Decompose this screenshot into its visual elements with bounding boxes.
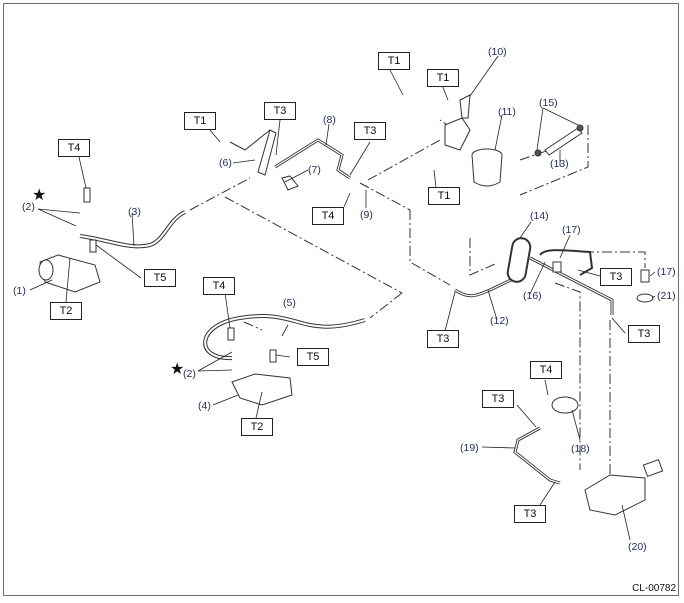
part-label-7: (7) — [308, 164, 321, 176]
part-label-13: (13) — [550, 158, 569, 170]
part-label-5: (5) — [283, 297, 296, 309]
cap-21 — [636, 293, 654, 303]
torque-label-t2: T2 — [50, 302, 82, 320]
part-label-15: (15) — [539, 97, 558, 109]
torque-label-t1: T1 — [184, 112, 216, 130]
torque-label-t1: T1 — [427, 69, 459, 87]
cylinder-4 — [231, 373, 293, 406]
operating-cylinder-1 — [39, 254, 101, 293]
torque-label-t3: T3 — [354, 122, 386, 140]
part-label-6: (6) — [219, 157, 232, 169]
torque-label-t1: T1 — [428, 187, 460, 205]
part-label-2: (2) — [183, 368, 196, 380]
reservoir-11 — [471, 154, 503, 187]
part-label-9: (9) — [360, 209, 373, 221]
reservoir-18 — [551, 396, 579, 414]
part-label-8: (8) — [323, 114, 336, 126]
sensor-17 — [640, 269, 650, 283]
bracket-6 — [257, 129, 277, 176]
torque-label-t3: T3 — [482, 390, 514, 408]
torque-label-t5: T5 — [144, 269, 176, 287]
part-label-17: (17) — [562, 224, 581, 236]
torque-label-t4: T4 — [203, 277, 235, 295]
part-label-2: (2) — [22, 201, 35, 213]
torque-label-t4: T4 — [58, 139, 90, 157]
clip-7 — [281, 175, 299, 191]
part-label-17: (17) — [657, 266, 676, 278]
torque-label-t4: T4 — [312, 207, 344, 225]
master-bracket — [444, 117, 471, 151]
torque-label-t2: T2 — [241, 418, 273, 436]
star-icon: ★ — [32, 187, 47, 204]
part-label-18: (18) — [571, 443, 590, 455]
torque-label-t3: T3 — [427, 330, 459, 348]
torque-label-t5: T5 — [297, 348, 329, 366]
pipe-19 — [513, 426, 561, 485]
part-label-12: (12) — [490, 315, 509, 327]
part-label-11: (11) — [498, 106, 516, 118]
diagram-frame — [3, 3, 679, 596]
pipe-12 — [454, 276, 516, 298]
star-icon: ★ — [170, 361, 185, 378]
part-label-3: (3) — [128, 206, 141, 218]
damper-14 — [506, 237, 532, 283]
lever-10 — [459, 94, 471, 119]
torque-label-t3: T3 — [600, 268, 632, 286]
figure-code: CL-00782 — [632, 583, 676, 594]
leader-lines — [29, 55, 656, 541]
torque-label-t4: T4 — [530, 361, 562, 379]
assembly-centerlines — [189, 119, 646, 480]
part-label-19: (19) — [460, 442, 479, 454]
pipe-16 — [529, 256, 614, 315]
master-cylinder-20 — [584, 474, 646, 516]
part-label-4: (4) — [198, 400, 211, 412]
torque-label-t3: T3 — [628, 325, 660, 343]
part-label-20: (20) — [628, 541, 647, 553]
part-label-16: (16) — [523, 290, 542, 302]
part-label-1: (1) — [13, 285, 26, 297]
part-label-21: (21) — [657, 290, 676, 302]
part-label-10: (10) — [488, 46, 507, 58]
torque-label-t3: T3 — [264, 102, 296, 120]
part-label-14: (14) — [530, 210, 549, 222]
hose-13 — [544, 127, 583, 156]
torque-label-t1: T1 — [378, 52, 410, 70]
torque-label-t3: T3 — [514, 505, 546, 523]
